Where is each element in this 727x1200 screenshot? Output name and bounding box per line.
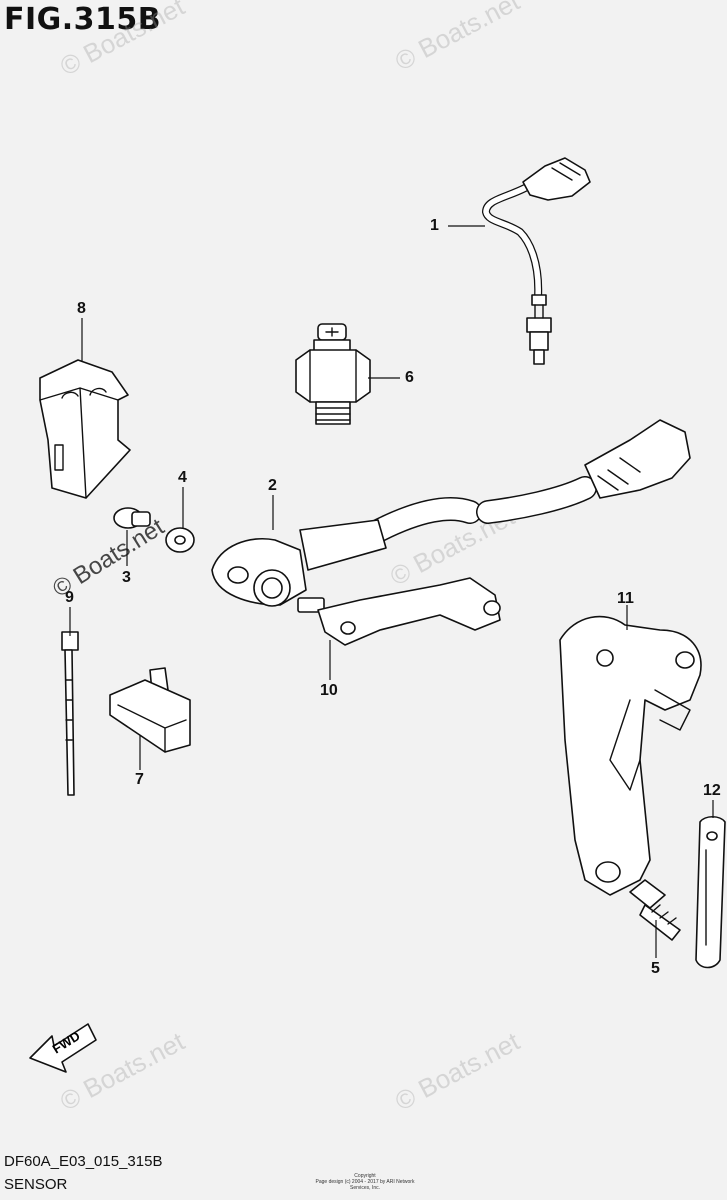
part-6-pressure-switch[interactable] (295, 323, 371, 425)
figure-name: SENSOR (4, 1176, 68, 1193)
callout-12: 12 (703, 782, 721, 799)
part-4-washer[interactable] (165, 527, 195, 553)
part-5-bolt[interactable] (629, 879, 681, 941)
part-1-sensor-cable[interactable] (482, 157, 591, 365)
callout-4: 4 (178, 469, 187, 486)
callout-1: 1 (430, 217, 439, 234)
figure-title: FIG.315B (4, 2, 162, 37)
part-7-clip[interactable] (109, 667, 191, 753)
callout-3: 3 (122, 569, 131, 586)
copyright-notice: Copyright Page design (c) 2004 - 2017 by… (315, 1173, 415, 1191)
callout-9: 9 (65, 589, 74, 606)
copyright-line-1: Copyright (354, 1173, 376, 1179)
callout-6: 6 (405, 369, 414, 386)
callout-5: 5 (651, 960, 660, 977)
callout-11: 11 (617, 590, 634, 607)
figure-code: DF60A_E03_015_315B (4, 1153, 163, 1170)
leader-lines (69, 225, 714, 958)
fwd-arrow-icon: FWD (29, 1023, 97, 1073)
copyright-line-2: Page design (c) 2004 - 2017 by ARI Netwo… (315, 1179, 415, 1191)
part-12-strap[interactable] (695, 815, 726, 969)
callout-2: 2 (268, 477, 277, 494)
part-3-bolt[interactable] (113, 507, 151, 529)
part-10-bracket[interactable] (297, 577, 501, 646)
part-11-bracket[interactable] (559, 615, 702, 896)
callout-10: 10 (320, 682, 338, 699)
callout-8: 8 (77, 300, 86, 317)
part-8-holder[interactable] (39, 359, 131, 499)
part-2-sensor[interactable] (211, 419, 691, 607)
callout-7: 7 (135, 771, 144, 788)
part-9-cable-tie[interactable] (61, 631, 79, 796)
